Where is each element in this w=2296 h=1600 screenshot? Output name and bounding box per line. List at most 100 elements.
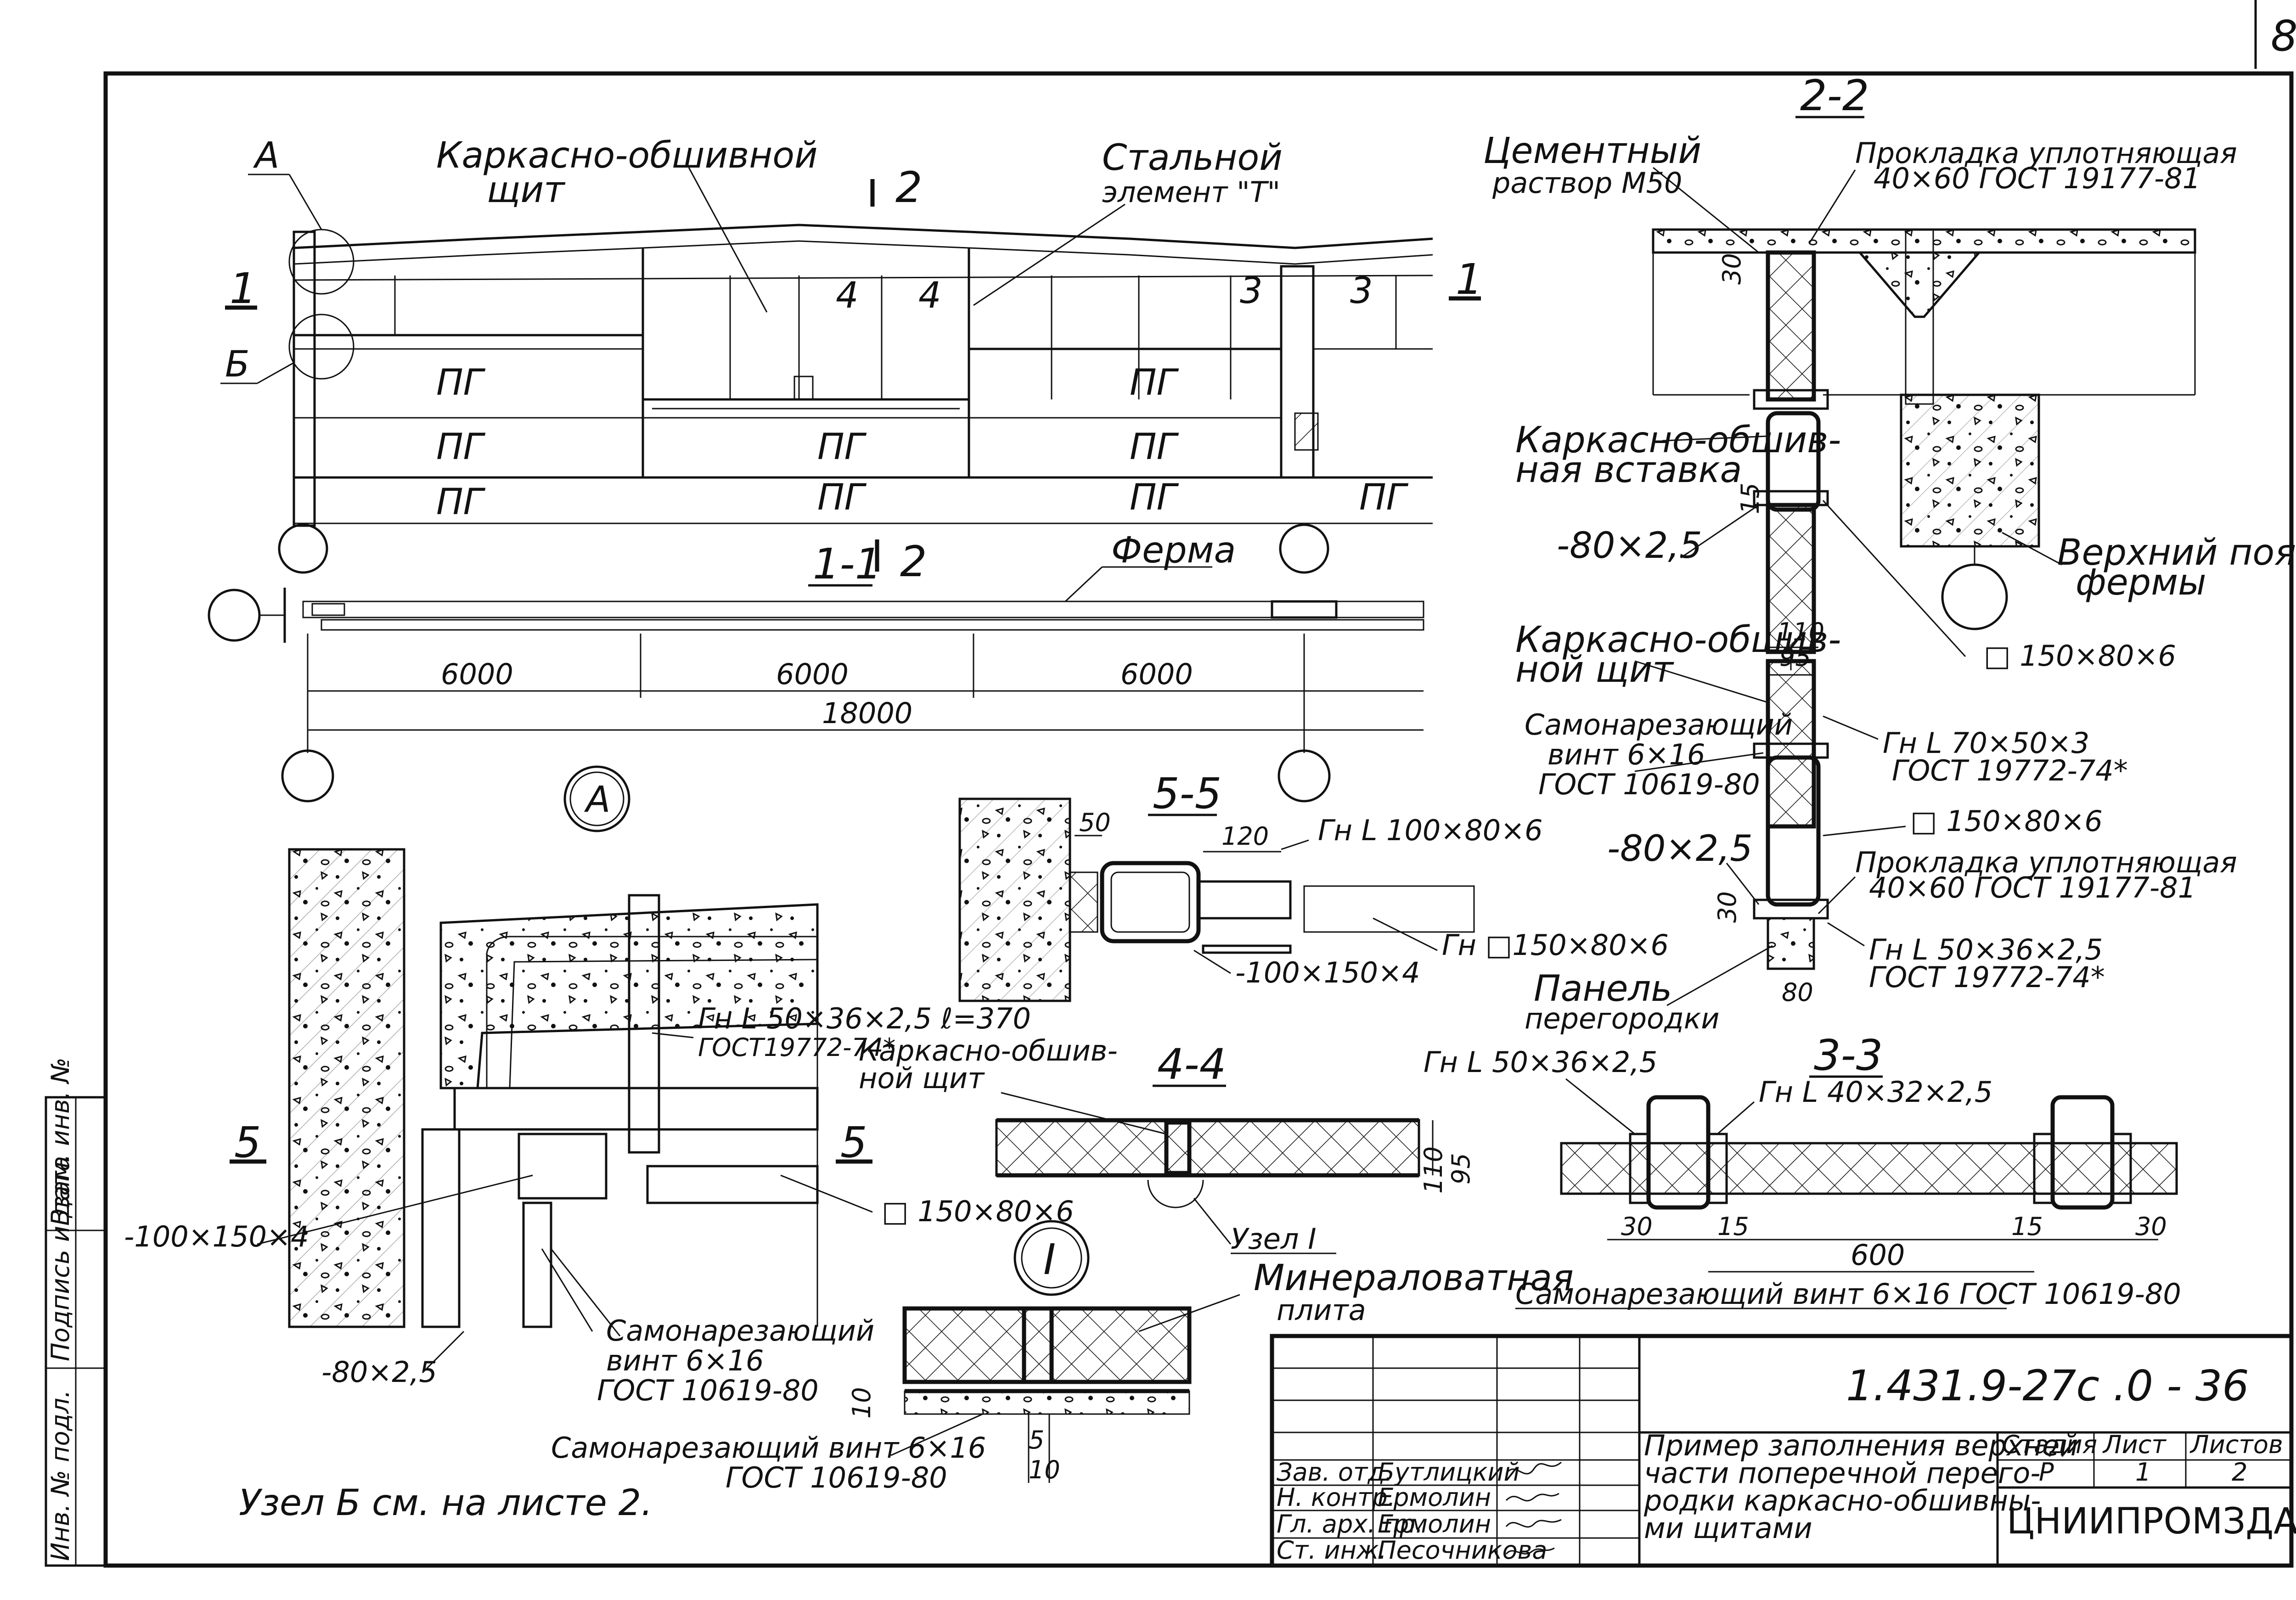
label-screw-33: Самонарезающий винт 6×16 ГОСТ 10619-80 — [1515, 1277, 2181, 1311]
label-screw-i-gost: ГОСТ 10619-80 — [726, 1461, 947, 1494]
label-panel-22-2: ной щит — [1515, 649, 1674, 691]
title-3-3: 3-3 — [1814, 1031, 1883, 1080]
section-mark-4: 4 — [836, 275, 859, 316]
dim-120: 120 — [1221, 822, 1269, 851]
section-mark-2: 2 — [900, 537, 927, 586]
node-a: А 5 5 Гн L 50×36×2,5 ℓ=370 ГОСТ19772-74*… — [124, 765, 1074, 1407]
pg-label: ПГ — [436, 362, 486, 404]
dim-15-22: 15 — [1736, 483, 1765, 514]
label-chord-2: фермы — [2076, 562, 2206, 603]
label-steel-2: элемент "Т" — [1102, 175, 1280, 209]
signature-mark — [1505, 1493, 1559, 1502]
pg-label: ПГ — [1130, 427, 1179, 468]
role-name: Песочникова — [1378, 1536, 1547, 1565]
label-wool-1: Минераловатная — [1254, 1258, 1574, 1299]
title-block: 1.431.9-27с .0 - 36 Пример заполнения ве… — [1270, 1334, 2296, 1568]
label-gasket-b2: 40×60 ГОСТ 19177-81 — [1869, 871, 2196, 904]
label-node-i: Узел I — [1231, 1222, 1317, 1256]
stamp-signature-label: Подпись и дата — [46, 1156, 75, 1361]
label-plate-100: -100×150×4 — [1235, 956, 1420, 989]
label-angle-100: Гн L 100×80×6 — [1318, 814, 1543, 847]
title-2-2: 2-2 — [1800, 71, 1869, 120]
stage-value: Р — [2039, 1458, 2054, 1487]
elevation-view: А Б Каркасно-обшивной щит Стальной элеме… — [220, 135, 1483, 586]
plan-1-1: 1-1 Ферма 6000 6000 6000 18000 — [208, 530, 1424, 803]
label-panel-22-1: Каркасно-обшив- — [1515, 619, 1841, 661]
dim-6000: 6000 — [776, 657, 849, 691]
label-angle-70-gost: ГОСТ 19772-74* — [1892, 754, 2128, 787]
section-mark-5: 5 — [840, 1118, 867, 1167]
label-angle-50-33: Гн L 50×36×2,5 — [1424, 1045, 1657, 1079]
dim-5-i: 5 — [1029, 1426, 1044, 1454]
label-truss: Ферма — [1111, 530, 1236, 571]
description-line: части поперечной перего- — [1644, 1456, 2041, 1490]
label-strip: -80×2,5 — [321, 1355, 437, 1389]
section-mark-1: 1 — [230, 264, 257, 313]
label-gasket-b1: Прокладка уплотняющая — [1855, 846, 2237, 879]
label-screw-2: винт 6×16 — [606, 1344, 764, 1377]
label-screw-22-1: Самонарезающий — [1525, 708, 1793, 741]
label-insert-2: ная вставка — [1515, 449, 1742, 491]
signature-mark — [1505, 1461, 1562, 1475]
label-mortar-2: раствор М50 — [1492, 166, 1682, 200]
section-mark-2: 2 — [895, 163, 923, 212]
dim-6000: 6000 — [1120, 657, 1193, 691]
dim-50: 50 — [1079, 808, 1111, 837]
dim-110-22: 110 — [1777, 618, 1824, 646]
label-chord-1: Верхний пояс — [2057, 532, 2296, 573]
pg-label: ПГ — [436, 482, 486, 523]
section-mark-3: 3 — [1240, 270, 1263, 312]
role-label: Ст. инж. — [1277, 1536, 1387, 1565]
dim-15b-33: 15 — [2011, 1212, 2043, 1241]
section-mark-4: 4 — [918, 275, 941, 316]
callout-a: А — [253, 135, 279, 176]
label-wall-2: перегородки — [1525, 1002, 1720, 1035]
label-tube-22: □ 150×80×6 — [1984, 639, 2176, 673]
organization: ЦНИИПРОМЗДАНИЙ — [2007, 1500, 2296, 1542]
node-a-title: А — [584, 779, 610, 820]
dim-95-22: 95 — [1779, 643, 1811, 672]
dim-6000: 6000 — [441, 657, 513, 691]
signature-mark — [1505, 1547, 1555, 1555]
label-angle-40-33: Гн L 40×32×2,5 — [1759, 1075, 1992, 1109]
pg-label: ПГ — [1130, 477, 1179, 518]
node-i: I 10 5 10 Минераловатная плита Самонарез… — [551, 1220, 1574, 1494]
pg-label: ПГ — [1130, 362, 1179, 404]
role-name: Бутлицкий — [1378, 1458, 1520, 1487]
section-mark-5: 5 — [234, 1118, 261, 1167]
description-line: родки каркасно-обшивны- — [1643, 1484, 2041, 1517]
label-screw-1: Самонарезающий — [606, 1314, 874, 1347]
label-angle-50-22-gost: ГОСТ 19772-74* — [1869, 960, 2105, 994]
label-screw-i: Самонарезающий винт 6×16 — [551, 1431, 986, 1465]
stamp-replace-label: Взам. инв. № — [46, 1057, 75, 1226]
sheets-value: 2 — [2232, 1458, 2247, 1487]
stage-header: Стадия — [2002, 1430, 2097, 1459]
section-mark-3: 3 — [1350, 270, 1373, 312]
label-panel-2: щит — [487, 169, 566, 211]
label-angle-l: Гн L 50×36×2,5 ℓ=370 — [698, 1002, 1031, 1035]
dim-18000: 18000 — [822, 696, 912, 730]
document-code: 1.431.9-27с .0 - 36 — [1846, 1361, 2249, 1410]
pg-label: ПГ — [1359, 477, 1409, 518]
dim-95-44: 95 — [1446, 1153, 1475, 1185]
label-gasket-2: 40×60 ГОСТ 19177-81 — [1874, 162, 2200, 195]
section-2-2: 2-2 Цементный раствор М50 Прокладка упло… — [1483, 71, 2296, 1035]
section-4-4: 4-4 Каркасно-обшив- ной щит 110 95 Узел … — [859, 1034, 1475, 1256]
label-wool-2: плита — [1277, 1293, 1366, 1327]
label-tube: □ 150×80×6 — [882, 1195, 1074, 1228]
stamp-inv-label: Инв. № подл. — [46, 1390, 75, 1561]
role-label: Н. контр. — [1277, 1483, 1396, 1512]
dim-30-33: 30 — [1621, 1212, 1653, 1241]
label-gasket-1: Прокладка уплотняющая — [1855, 136, 2237, 170]
node-i-title: I — [1043, 1235, 1056, 1284]
label-angle-50-22: Гн L 50×36×2,5 — [1869, 933, 2103, 966]
pg-label: ПГ — [817, 477, 867, 518]
sheets-header: Листов — [2189, 1430, 2283, 1459]
section-mark-1: 1 — [1456, 255, 1483, 304]
label-plate: -100×150×4 — [124, 1220, 309, 1253]
section-5-5: 5-5 50 120 Гн L 100×80×6 Гн □150×80×6 -1… — [958, 769, 1669, 1002]
pg-label: ПГ — [436, 427, 486, 468]
pg-label: ПГ — [817, 427, 867, 468]
